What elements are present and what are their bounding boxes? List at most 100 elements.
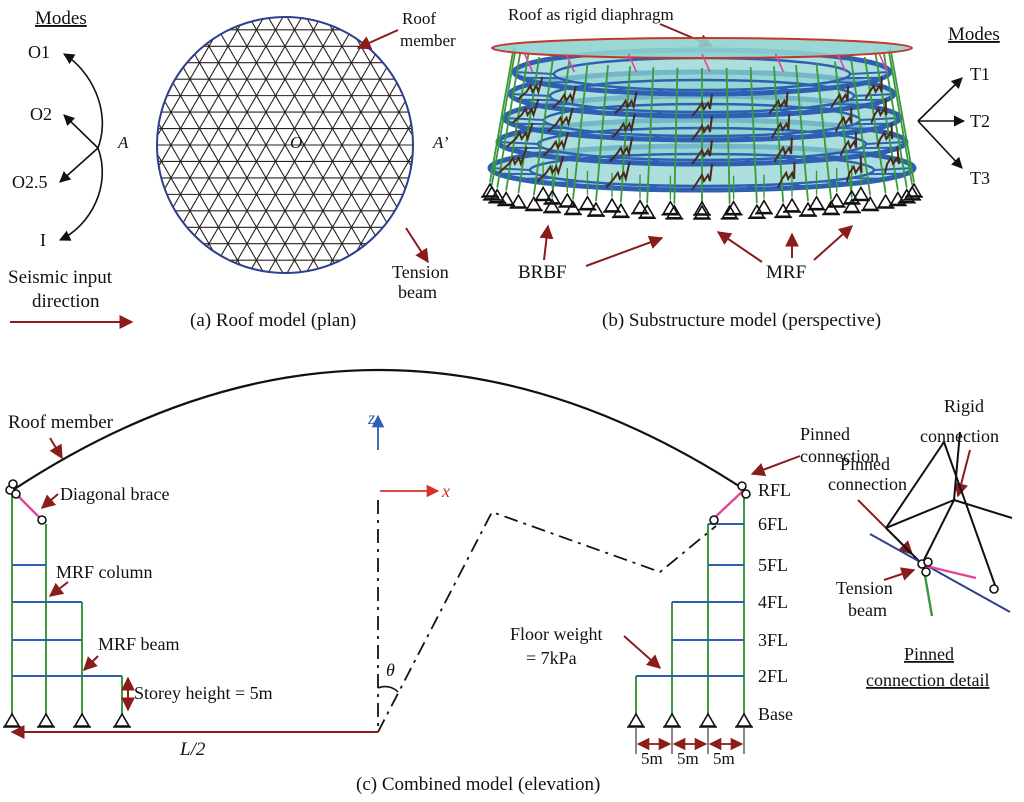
- inner-support-8: [693, 200, 711, 216]
- inner-support-9-triangle: [662, 200, 679, 215]
- roof-member-label-a-2: member: [400, 31, 456, 50]
- theta-label: θ: [386, 660, 395, 680]
- base-support-19-triangle: [525, 195, 543, 211]
- column-24: [489, 45, 515, 183]
- radial-beam-1-10: [525, 151, 561, 154]
- mesh-diag-a-29: [0, 0, 154, 445]
- bay-width-label-0: 5m: [641, 749, 663, 768]
- inner-support-9: [661, 200, 680, 216]
- column-2: [882, 51, 908, 188]
- pinned-connection-arrow: [750, 455, 801, 477]
- radial-beam-3-7: [651, 110, 664, 117]
- mesh-diag-b-38: [157, 17, 231, 273]
- column-23: [490, 48, 517, 186]
- floor-weight-arrow: [623, 635, 662, 669]
- brb-brace-6-2: [511, 98, 540, 124]
- mesh-diag-b-40: [157, 17, 250, 273]
- detail-pinned-label-2: connection: [828, 474, 907, 494]
- left-support-1-triangle: [37, 712, 55, 727]
- base-support-20: [509, 193, 528, 209]
- right-support-1-triangle: [663, 712, 681, 727]
- column-21: [505, 54, 530, 191]
- roof-brace-3: [774, 53, 785, 73]
- floor-label-6: Base: [758, 704, 793, 724]
- column-0: [889, 45, 915, 183]
- detail-title-2: connection detail: [866, 670, 989, 690]
- radial-beam-3-10: [535, 103, 571, 106]
- detail-roof-member-2: [885, 441, 945, 529]
- mesh-diag-b-66: [157, 17, 413, 273]
- inner-support-12-triangle: [579, 195, 596, 210]
- radial-beam-3-2: [833, 103, 869, 106]
- mesh-diag-b-44: [157, 17, 288, 273]
- column-8: [795, 64, 809, 202]
- detail-tension-beam-label-2: beam: [848, 600, 887, 620]
- inner-support-12: [578, 195, 597, 211]
- radial-beam-2-7: [650, 134, 662, 141]
- mrf-beam-label: MRF beam: [98, 634, 180, 654]
- brb-brace-3-0: [691, 163, 713, 191]
- panel-c-elevation: Roof member Diagonal brace MRF column MR…: [3, 369, 1013, 795]
- mesh-diag-a-43: [157, 17, 288, 273]
- pinned-connection-label: Pinned: [800, 424, 850, 444]
- brb-brace-4-2: [611, 113, 636, 139]
- detail-roof-member-5: [885, 499, 955, 529]
- inclined-reference-line: [377, 510, 717, 733]
- bay-width-label-1: 5m: [677, 749, 699, 768]
- base-support-14-triangle: [638, 203, 656, 219]
- rigid-diaphragm-label: Roof as rigid diaphragm: [508, 5, 674, 24]
- brb-brace-1-1: [839, 131, 858, 157]
- right-pin-3: [709, 515, 719, 525]
- inner-support-8-triangle: [693, 200, 711, 215]
- brb-brace-5-1: [542, 131, 570, 157]
- inner-support-3-triangle: [828, 192, 846, 207]
- radial-beam-3-12: [509, 93, 551, 97]
- base-support-10-triangle: [748, 203, 766, 219]
- left-pin-3: [8, 479, 18, 489]
- radial-beam-4-12: [513, 71, 555, 75]
- radial-beam-0-7: [646, 184, 658, 191]
- radial-beam-1-8: [599, 156, 621, 163]
- base-support-4-triangle: [877, 193, 894, 208]
- brb-brace-3-2: [691, 115, 713, 141]
- mode-o1-arrow: [63, 53, 104, 149]
- base-support-2: [897, 188, 916, 204]
- brb-brace-1-3: [830, 85, 850, 109]
- base-support-10: [747, 203, 766, 220]
- column-13: [673, 67, 679, 204]
- panel-a-roof-plan: Modes O1 O2 O2.5 I A O A’ Roof member Te…: [0, 0, 456, 445]
- brbf-label: BRBF: [518, 262, 567, 283]
- mesh-diag-a-39: [157, 17, 250, 273]
- roof-member-label-a: Roof: [402, 9, 436, 28]
- diagonal-brace-arrow: [40, 493, 59, 509]
- column-14: [646, 67, 655, 204]
- base-support-20-triangle: [510, 193, 527, 208]
- inner-support-13-triangle: [558, 192, 576, 207]
- base-support-6-triangle: [843, 197, 861, 213]
- right-support-2: [699, 712, 717, 728]
- brb-brace-0-2: [870, 98, 888, 124]
- left-pin-4: [37, 515, 47, 525]
- column-20: [517, 56, 541, 194]
- mesh-diag-b-32: [157, 17, 174, 273]
- inner-support-4: [807, 195, 826, 211]
- radial-beam-3-5: [740, 110, 753, 117]
- mode-o25-arrow: [59, 147, 99, 183]
- radial-beam-4-9: [568, 84, 598, 89]
- mesh-diag-b-54: [157, 17, 383, 273]
- mesh-diag-b-34: [157, 17, 193, 273]
- seismic-input-label: Seismic input: [8, 267, 113, 288]
- right-support-3-triangle: [735, 712, 753, 727]
- base-support-5-triangle: [861, 195, 879, 211]
- mode-t3-label: T3: [970, 168, 990, 188]
- mesh-diag-a-35: [157, 17, 212, 273]
- inner-support-1-triangle: [852, 185, 870, 201]
- radial-beam-4-8: [607, 86, 629, 93]
- detail-tension-beam-arrow: [883, 567, 916, 581]
- floor-label-1: 6FL: [758, 514, 788, 534]
- roof-member-arrow-c: [49, 437, 63, 460]
- brb-brace-5-2: [547, 107, 574, 133]
- right-support-3: [735, 712, 753, 728]
- tension-beam-arrow-a: [405, 227, 429, 264]
